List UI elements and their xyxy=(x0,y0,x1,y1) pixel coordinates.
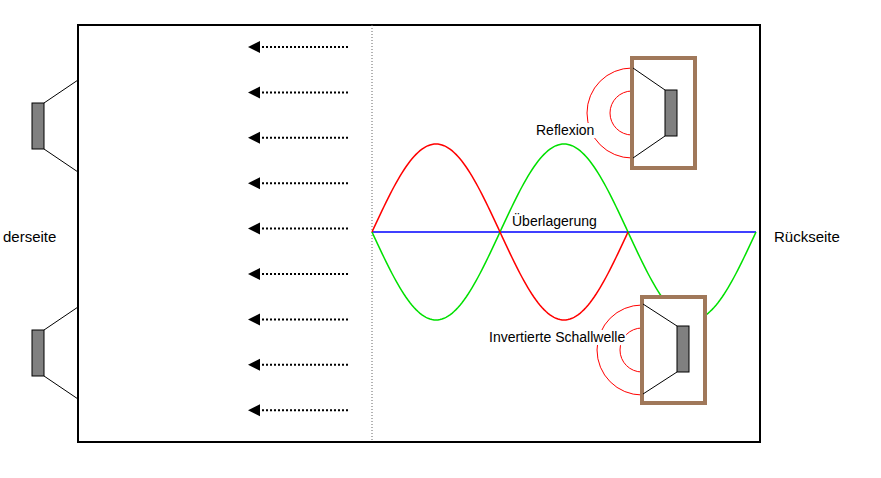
room-outline xyxy=(78,25,760,442)
wave-arrow xyxy=(248,268,350,280)
wave-arrows xyxy=(248,41,350,416)
front-speaker xyxy=(32,80,78,172)
rear-speaker xyxy=(597,297,705,403)
wave-arrow xyxy=(248,404,350,416)
wave-arrow xyxy=(248,86,350,98)
wave-label: Überlagerung xyxy=(511,214,598,229)
side-label: Rückseite xyxy=(773,229,841,246)
wave-label: Invertierte Schallwelle xyxy=(488,330,626,345)
wave-arrow xyxy=(248,41,350,53)
wave-arrow xyxy=(248,132,350,144)
wave-label: Reflexion xyxy=(535,123,595,138)
rear-speaker xyxy=(587,58,695,168)
waves xyxy=(372,144,756,320)
wave-arrow xyxy=(248,359,350,371)
wave-arrow xyxy=(248,313,350,325)
wave-arrow xyxy=(248,223,350,235)
inverted-wave xyxy=(372,144,756,320)
sum-line xyxy=(372,231,756,233)
wave-arrow xyxy=(248,177,350,189)
front-speaker xyxy=(32,307,78,399)
side-label: derseite xyxy=(2,229,57,246)
reflected-wave xyxy=(372,144,628,320)
